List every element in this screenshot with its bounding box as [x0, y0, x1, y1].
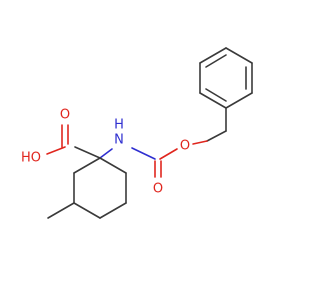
bond-ring-b — [199, 47, 227, 64]
bond-cy-d — [73, 202, 101, 219]
bond-ring-inner-3 — [205, 88, 227, 102]
hydroxyl-label: HO — [21, 151, 41, 166]
bond-carbonyl-to-n — [131, 147, 156, 160]
bond-ring-c — [225, 47, 253, 64]
bond-cy-c — [99, 202, 127, 219]
bond-carboxyl-to-oh — [46, 146, 66, 155]
amine-n-label: N — [114, 133, 124, 148]
benzene-ring — [199, 47, 253, 109]
ester-oxygen-label: O — [180, 139, 190, 154]
bond-cy-a — [99, 157, 127, 174]
bond-quat-to-carboxyl — [74, 146, 101, 159]
bond-ester-o-to-carbonyl — [159, 148, 178, 160]
bond-ring-f — [199, 92, 227, 109]
amine-h-label: H — [114, 118, 124, 133]
bond-cy-f — [73, 157, 101, 174]
bond-ch2-to-ester-o — [206, 130, 227, 142]
bond-ring-e — [225, 92, 253, 109]
carboxyl-oxo-label: O — [60, 108, 70, 123]
structure-diagram: O O H N O HO — [21, 47, 253, 219]
carbamate-oxo-label: O — [153, 182, 163, 197]
bond-ester-o-stub-right — [192, 140, 208, 145]
bond-n-to-quat-c — [99, 148, 113, 159]
bond-methyl — [47, 202, 75, 219]
bond-ring-inner-1 — [205, 54, 227, 68]
cyclohexane-ring — [73, 157, 127, 219]
